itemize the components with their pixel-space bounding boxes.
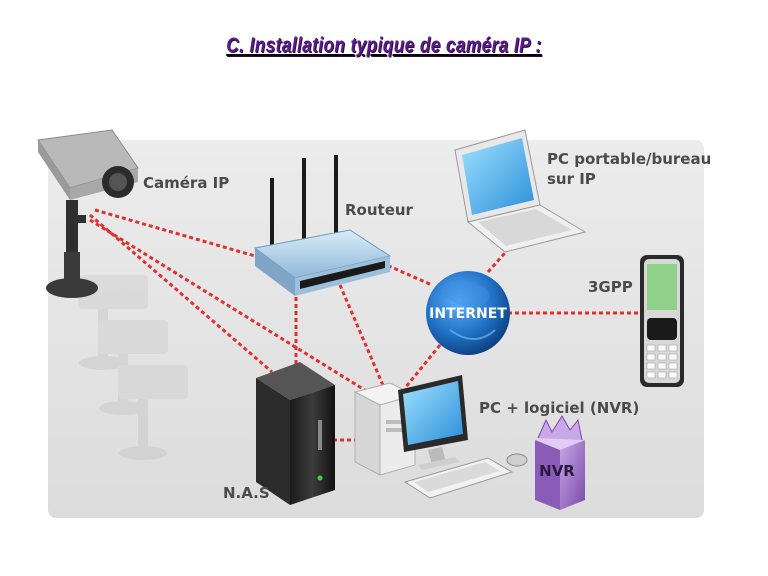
page-title-text: C. Installation typique de caméra IP : [226,34,542,57]
mouse-icon [506,453,528,467]
link-camera-router [94,208,263,260]
pc-label: PC + logiciel (NVR) [479,399,639,417]
router-label: Routeur [345,201,414,219]
monitor-icon [398,375,468,470]
keyboard-icon [403,457,514,499]
nvr-box-label: NVR [539,462,575,480]
camera-label: Caméra IP [143,174,229,192]
phone-label: 3GPP [588,278,633,296]
phone-icon [640,255,684,387]
link-internet-pc [403,344,442,389]
internet-label: INTERNET [429,306,507,322]
link-camera-pc [89,218,369,394]
nas-icon [256,362,335,505]
laptop-label-line1: PC portable/bureau [547,150,711,168]
internet-globe-icon [426,271,510,355]
ghost-cameras [78,275,188,460]
link-camera-nas [89,213,273,374]
page-title: C. Installation typique de caméra IP : [69,34,699,58]
laptop-label-line2: sur IP [547,170,596,188]
ip-camera-icon [37,129,139,298]
nas-label: N.A.S [223,484,270,502]
nvr-box-icon [535,415,585,510]
link-router-pc [338,284,387,391]
router-icon [253,155,392,296]
laptop-icon [454,129,587,253]
